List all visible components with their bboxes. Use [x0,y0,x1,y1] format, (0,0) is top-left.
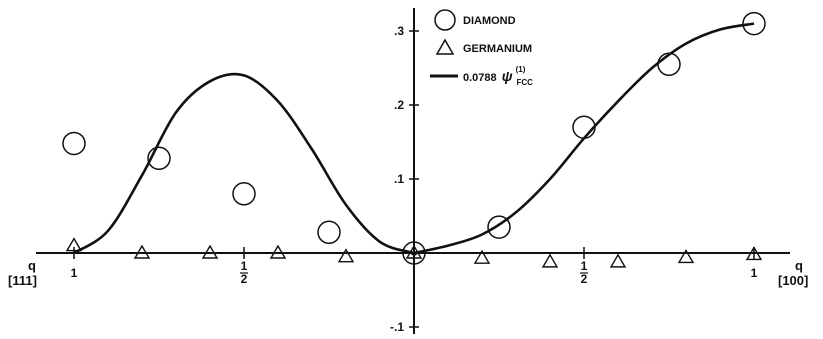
germanium-point-8 [609,253,627,268]
diamond-point-3 [317,220,341,245]
diamond-point-4 [402,241,426,265]
direction-label-left: [111] [8,273,37,288]
diamond-point-2 [232,182,256,206]
marks [62,11,766,268]
x-tick-label-num-100-0: 1 [581,259,588,273]
direction-label-100: q [100] [778,258,808,288]
diamond-point-8 [742,11,766,36]
direction-q-left: q [28,258,36,273]
x-tick-label-100-0: 12 [580,259,588,286]
x-tick-label-111-0: 1 [71,266,78,280]
legend-circle-icon [434,9,456,31]
direction-label-111: q [111] [8,258,37,288]
curve-layer [73,22,755,256]
legend: DIAMOND GERMANIUM 0.0788 ψ (1) FCC [430,9,533,87]
germanium-point-7 [541,253,559,268]
legend-germanium-label: GERMANIUM [463,43,532,55]
diamond-point-1 [147,146,171,171]
y-tick-label-0: .3 [394,24,404,38]
diamond-point-5 [487,215,511,239]
x-tick-label-100-1: 1 [751,266,758,280]
legend-triangle-icon [435,38,455,55]
germanium-point-3 [269,244,287,259]
legend-curve-sup: (1) [516,65,526,74]
x-tick-label-den-111-1: 2 [241,272,248,286]
germanium-point-4 [337,248,355,263]
diamond-point-0 [62,131,86,156]
direction-q-right: q [795,258,803,273]
germanium-point-10 [745,246,763,261]
legend-curve-sub: FCC [516,78,533,87]
x-tick-label-num-111-1: 1 [241,259,248,273]
germanium-point-1 [133,244,151,259]
direction-label-right: [100] [778,273,808,288]
y-tick-label-3: -.1 [390,320,404,334]
germanium-point-5 [405,244,423,259]
y-tick-label-2: .1 [394,172,404,186]
germanium-point-2 [201,244,219,259]
y-tick-label-1: .2 [394,98,404,112]
germanium-point-6 [473,249,491,264]
x-tick-label-den-100-0: 2 [581,272,588,286]
germanium-point-0 [65,237,83,252]
germanium-point-9 [677,249,695,264]
series-curve-line [73,22,755,256]
diamond-point-6 [572,115,596,139]
legend-diamond-label: DIAMOND [463,15,516,27]
legend-curve-label: 0.0788 ψ (1) FCC [463,63,533,87]
diamond-point-7 [657,52,681,77]
legend-curve-symbol: ψ [502,68,513,84]
x-tick-label-111-1: 12 [240,259,248,286]
legend-curve-coeff: 0.0788 [463,72,497,84]
